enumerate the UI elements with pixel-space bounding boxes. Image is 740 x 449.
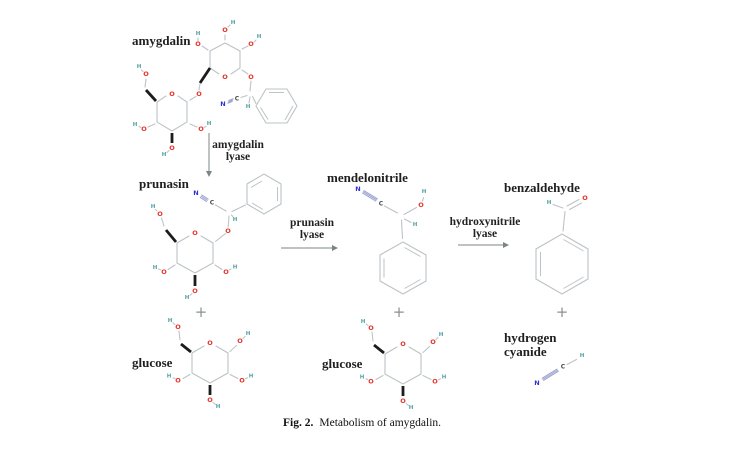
hydrogen-atom: H (185, 295, 190, 301)
plus-sign-middle: + (393, 303, 406, 321)
oxygen-atom: O (418, 201, 424, 209)
glucose-left-label: glucose (132, 355, 173, 370)
oxygen-atom: O (248, 73, 254, 81)
carbon-atom: C (561, 364, 566, 371)
oxygen-atom: O (248, 40, 254, 48)
hydrogen-atom: H (257, 34, 262, 40)
hydrogen-atom: H (233, 265, 238, 271)
mendelonitrile-structure: N C O H H (355, 185, 427, 295)
amygdalin-lyase-line1: amygdalin (212, 139, 264, 151)
oxygen-atom: O (169, 144, 175, 152)
hydrogen-atom: H (168, 318, 173, 324)
prunasin-structure: N C H O O O H (151, 173, 282, 301)
hydrogen-atom: H (216, 404, 221, 410)
oxygen-atom: O (175, 323, 181, 331)
nitrogen-atom: N (193, 189, 198, 197)
oxygen-atom: O (239, 377, 245, 385)
hydrogen-atom: H (207, 121, 212, 127)
oxygen-atom: O (195, 40, 201, 48)
benzaldehyde-label: benzaldehyde (504, 180, 580, 195)
hydrogen-atom: H (167, 374, 172, 380)
nitrogen-atom: N (355, 185, 360, 193)
figure-caption: Fig. 2. Metabolism of amygdalin. (283, 417, 441, 429)
oxygen-atom: O (223, 268, 229, 276)
hydroxynitrile-lyase-label: hydroxynitrile lyase (443, 216, 527, 240)
oxygen-atom: O (141, 125, 147, 133)
carbon-atom: C (379, 201, 384, 208)
hydrogen-atom: H (413, 222, 418, 228)
oxygen-atom: O (225, 227, 231, 235)
hydrogen-cyanide-label-line2: cyanide (504, 343, 547, 359)
carbon-atom: C (235, 96, 240, 103)
hydroxynitrile-lyase-line1: hydroxynitrile (449, 216, 521, 228)
oxygen-atom: O (192, 229, 198, 237)
plus-sign-left: + (195, 303, 208, 321)
hydrogen-atom: H (133, 122, 138, 128)
figure-caption-number: Fig. 2. (283, 417, 314, 429)
hydrogen-atom: H (196, 31, 201, 37)
nitrogen-atom: N (220, 100, 225, 108)
oxygen-atom: O (222, 73, 228, 81)
oxygen-atom: O (207, 396, 213, 404)
oxygen-atom: O (192, 287, 198, 295)
amygdalin-label: amygdalin (132, 33, 191, 48)
glucose-middle-structure (358, 317, 449, 413)
amygdalin-lyase-arrow (206, 133, 212, 177)
mendelonitrile-label: mendelonitrile (327, 170, 408, 185)
oxygen-atom: O (196, 90, 202, 98)
hydrogen-atom: H (422, 189, 427, 195)
oxygen-atom: O (161, 268, 167, 276)
nitrogen-atom: N (534, 379, 539, 387)
prunasin-label: prunasin (139, 176, 189, 191)
hydrogen-atom: H (153, 265, 158, 271)
hydroxynitrile-lyase-line2: lyase (472, 228, 498, 240)
hydrogen-atom: H (580, 353, 585, 359)
oxygen-atom: O (157, 210, 163, 218)
oxygen-atom: O (222, 26, 228, 34)
hydrogen-cyanide-structure: N C H (534, 353, 584, 387)
hydrogen-atom: H (249, 374, 254, 380)
benzaldehyde-structure: H O (535, 194, 589, 295)
amygdalin-lyase-line2: lyase (225, 151, 251, 163)
oxygen-atom: O (169, 90, 175, 98)
hydrogen-atom: H (231, 20, 236, 26)
prunasin-lyase-label: prunasin lyase (284, 217, 340, 241)
amygdalin-lyase-label: amygdalin lyase (208, 139, 268, 163)
hydrogen-atom: H (151, 204, 156, 210)
prunasin-lyase-line1: prunasin (289, 217, 335, 229)
glucose-left-structure: O O H O H O H O H O H (167, 318, 254, 410)
oxygen-atom: O (175, 377, 181, 385)
oxygen-atom: O (198, 125, 204, 133)
hydrogen-cyanide-label-line1: hydrogen (504, 330, 557, 345)
hydroxynitrile-lyase-arrow (458, 242, 509, 248)
hydrogen-atom: H (162, 152, 167, 158)
oxygen-atom: O (207, 339, 213, 347)
hydrogen-atom: H (547, 200, 552, 206)
hydrogen-atom: H (137, 64, 142, 70)
hydrogen-atom: H (233, 217, 238, 223)
hydrogen-atom: H (246, 104, 251, 110)
plus-sign-right: + (556, 303, 569, 321)
oxygen-atom: O (582, 194, 588, 202)
hydrogen-atom: H (246, 331, 251, 337)
hydrogen-cyanide-label: hydrogen cyanide (504, 331, 557, 358)
amygdalin-structure: O O H O H O H O C N (133, 20, 298, 158)
carbon-atom: C (210, 200, 215, 207)
oxygen-atom: O (143, 70, 149, 78)
prunasin-lyase-arrow (281, 245, 338, 251)
oxygen-atom: O (237, 337, 243, 345)
prunasin-lyase-line2: lyase (299, 229, 325, 241)
figure-caption-text: Metabolism of amygdalin. (319, 417, 442, 429)
glucose-middle-label: glucose (322, 356, 363, 371)
